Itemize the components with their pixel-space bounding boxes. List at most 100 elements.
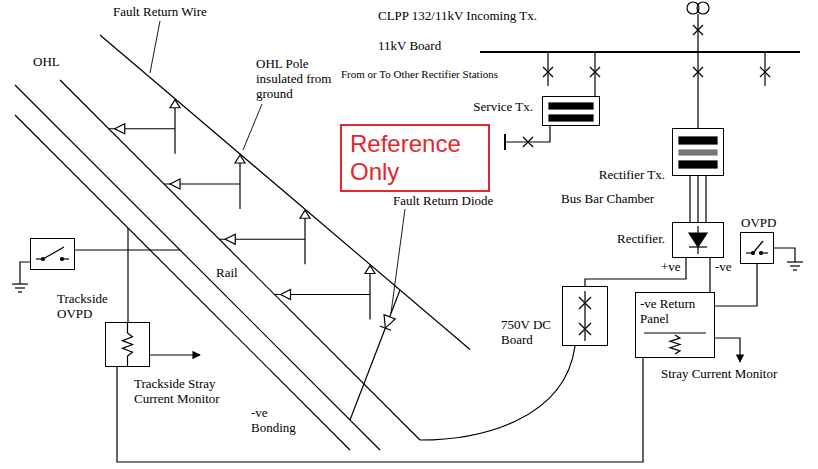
breaker-stroke: [543, 67, 553, 77]
rail-line: [15, 85, 380, 450]
dcb-symbol: [563, 287, 607, 345]
breaker-stroke: [693, 25, 703, 35]
insulator-symbol: [365, 266, 375, 274]
connector-wire: [697, 176, 698, 222]
res-symbol: [106, 323, 149, 366]
return-panel: -ve Return Panel: [635, 292, 715, 358]
annotation-label: Rail: [215, 265, 239, 280]
trackside-wire: [127, 228, 128, 322]
service-feeder: [505, 126, 550, 142]
insulator-symbol: [115, 124, 125, 134]
annotation-label: Stray Current Monitor: [660, 366, 778, 381]
insulator-symbol: [300, 210, 310, 218]
busbar-line: [644, 332, 706, 333]
ground-wire: [20, 262, 30, 284]
node-label: 750V DC Board: [501, 317, 557, 347]
breaker-stroke: [693, 67, 703, 77]
annotation-label: +ve: [660, 259, 682, 274]
insulator-symbol: [170, 179, 180, 189]
rect-symbol: [673, 223, 723, 257]
annotation-label: Bus Bar Chamber: [560, 191, 655, 206]
ohl-pole: [369, 273, 370, 320]
annotation-label: OHL Pole insulated from ground: [255, 56, 343, 101]
switch-contact: [760, 252, 763, 255]
ground-symbol: [12, 283, 28, 284]
node-label: Trackside Stray Current Monitor: [134, 376, 242, 406]
feeder-cable: [420, 346, 575, 440]
ovpd-box: OVPD: [740, 232, 774, 264]
winding-bar: [549, 115, 593, 121]
annotation-label: CLPP 132/11kV Incoming Tx.: [377, 8, 538, 23]
ground-symbol: [787, 261, 803, 262]
insulator-symbol: [281, 290, 291, 300]
watermark-box: Reference Only: [340, 124, 490, 192]
breaker-stroke: [590, 67, 600, 77]
breaker-stroke: [760, 67, 770, 77]
insulator-symbol: [225, 234, 235, 244]
incoming-transformer: [697, 2, 709, 14]
service-busbar: [504, 134, 506, 150]
annotation-label: Fault Return Wire: [112, 4, 208, 19]
diode-bar: [380, 326, 391, 330]
breaker-stroke: [579, 323, 591, 335]
resistor-lead: [127, 323, 128, 333]
ground-symbol: [15, 287, 25, 288]
ohl-pole: [174, 107, 175, 154]
node-label: -ve Return Panel: [636, 293, 714, 329]
breaker-stroke: [579, 297, 591, 309]
resistor-lead: [127, 356, 128, 366]
node-label: Rectifier.: [617, 231, 665, 246]
track-drawing: [12, 21, 470, 450]
feeder-line: [764, 52, 765, 86]
sw-symbol: [31, 239, 74, 269]
breaker-stroke: [579, 297, 591, 309]
annotation-label: From or To Other Rectifier Stations: [340, 67, 499, 82]
insulator-symbol: [170, 100, 180, 108]
annotation-label: -ve: [714, 259, 733, 274]
diode-symbol: [380, 315, 396, 331]
ground-symbol: [18, 291, 22, 292]
diode-bar: [689, 246, 707, 247]
bus-bar-line: [689, 176, 690, 222]
connector-wire-group: [585, 258, 686, 286]
connector-group: [117, 176, 757, 462]
connector-wire: [585, 258, 686, 286]
service-symbol: [543, 97, 599, 125]
ground-wire: [774, 248, 795, 262]
leader-line: [150, 21, 160, 73]
node-label: Service Tx.: [473, 99, 533, 114]
annotation-label: -ve Bonding: [250, 405, 304, 435]
breaker-stroke: [543, 67, 553, 77]
trackside-stray-monitor: Trackside Stray Current Monitor: [105, 322, 150, 367]
switch-contact: [42, 258, 45, 261]
busbar-line: [584, 291, 585, 341]
annotation-label: OHL: [32, 54, 61, 69]
connector-wire: [117, 358, 643, 462]
diode-triangle: [380, 315, 396, 331]
dc-board: 750V DC Board: [562, 286, 608, 346]
monitor-arrow: [150, 354, 200, 355]
service-transformer: Service Tx.: [542, 96, 600, 126]
core-bar: [679, 150, 717, 155]
breaker-stroke: [693, 25, 703, 35]
diode-symbol: [689, 233, 707, 247]
busbar-11kv: [480, 51, 800, 53]
feeder-line: [594, 52, 595, 96]
connector-wire-group: [690, 176, 706, 222]
insulator-symbol: [235, 155, 245, 163]
ohl-pole: [239, 162, 240, 209]
trackside-ovpd: Trackside OVPD: [30, 238, 75, 270]
ground-symbol: [790, 265, 800, 266]
node-label: OVPD: [741, 215, 776, 230]
switch-contact: [752, 252, 755, 255]
resistor-symbol: [123, 333, 133, 356]
rectifier-box: Rectifier.: [672, 222, 724, 258]
breaker-stroke: [760, 67, 770, 77]
sw-symbol: [741, 233, 773, 263]
switch-blade: [43, 247, 64, 259]
node-label: Rectifier Tx.: [599, 167, 665, 182]
diode-lead: [350, 290, 400, 420]
panel-resistor-symbol: [636, 331, 714, 357]
